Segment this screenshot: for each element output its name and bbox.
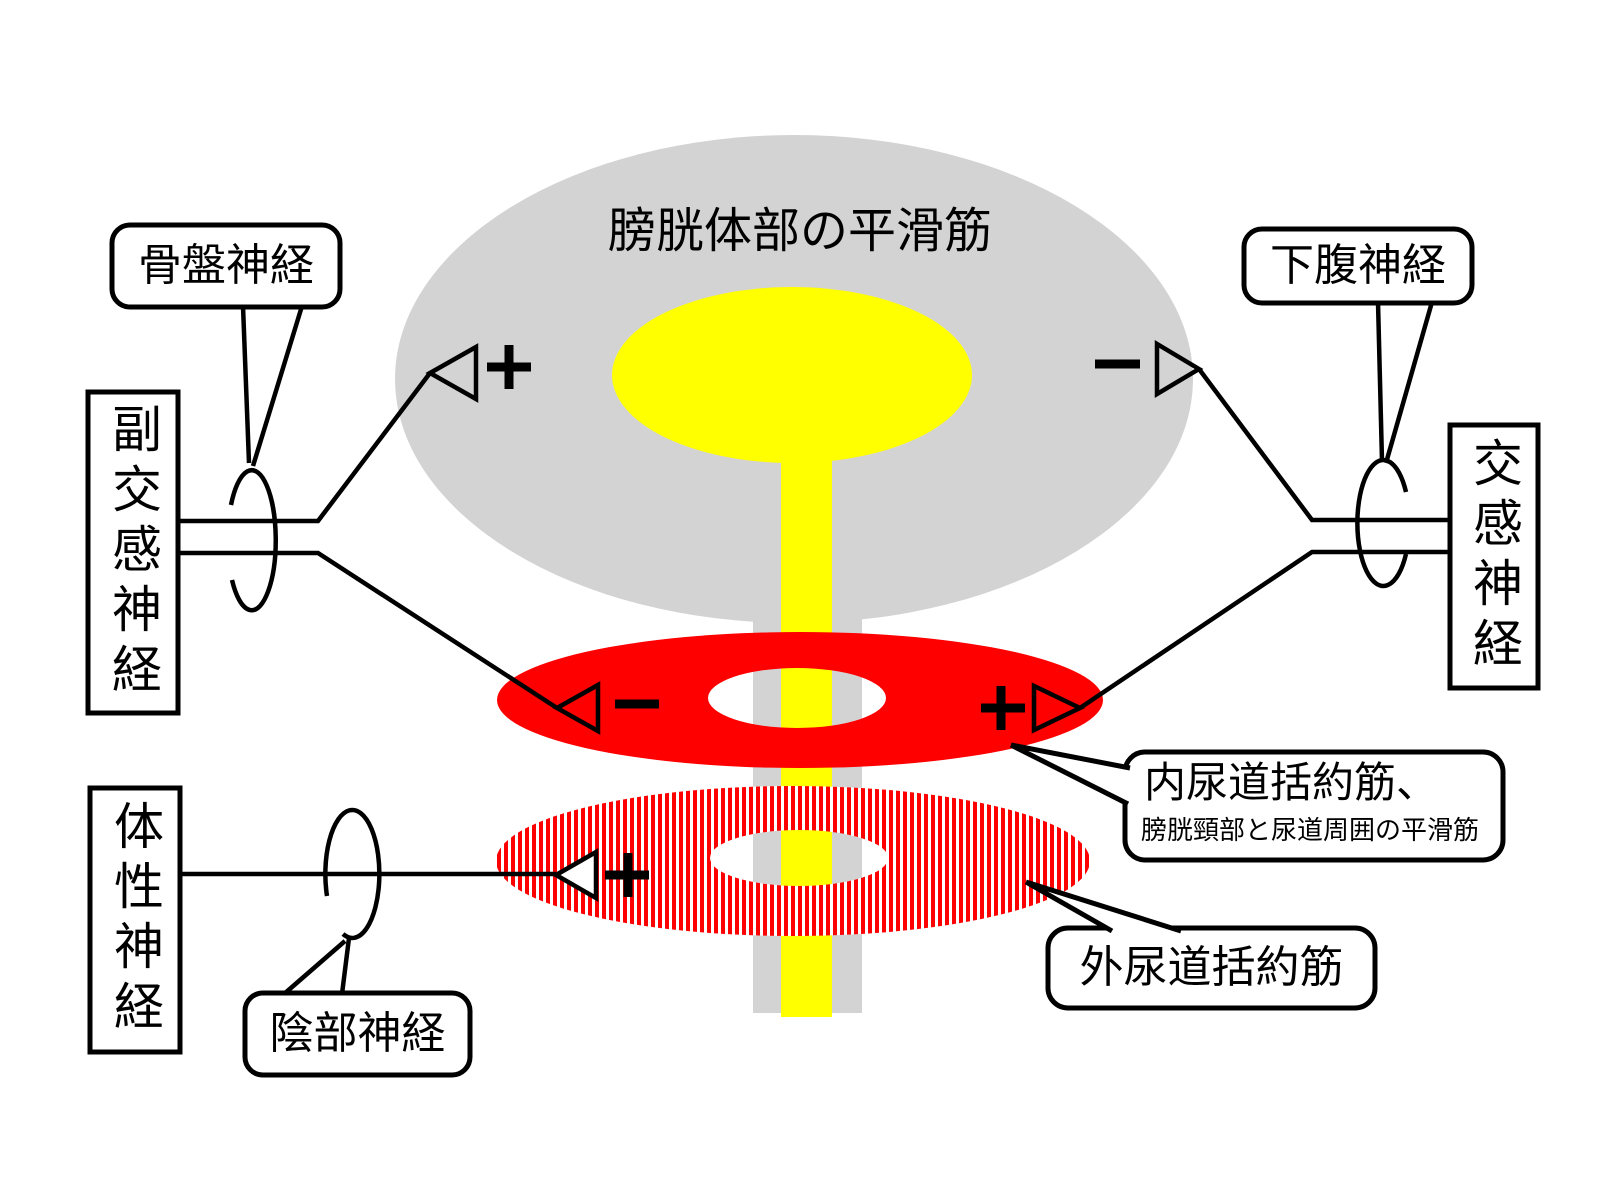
nerve-line-sympathetic-lower: [1078, 549, 1450, 710]
pudendal-nerve-box: [242, 990, 473, 1078]
nerve-line-parasympathetic-upper: [178, 371, 432, 524]
hypogastric-nerve-box: [1241, 226, 1475, 306]
hypogastric-nerve-pointer: [1375, 301, 1435, 464]
pelvic-nerve-box: [109, 222, 343, 310]
plus-sign-bladder: [487, 345, 531, 389]
somatic-box: [87, 785, 183, 1055]
nerve-line-sympathetic-upper: [1197, 367, 1450, 523]
plus-sign-internal: [981, 686, 1025, 730]
ganglion-loop-right: [1355, 457, 1409, 589]
synapse-triangle-external: [551, 848, 599, 902]
internal-sphincter-callout-box: [1122, 749, 1506, 863]
parasympathetic-box: [85, 389, 181, 716]
internal-sphincter-ring: [497, 632, 1103, 768]
external-sphincter-callout-box: [1045, 925, 1378, 1011]
internal-sphincter-callout-tail-edges: [1009, 742, 1131, 807]
plus-sign-external: [605, 853, 649, 897]
external-sphincter-callout-tail-edges: [1024, 879, 1182, 934]
pudendal-nerve-pointer: [282, 937, 352, 996]
synapse-triangle-bladder-left: [425, 343, 479, 403]
ganglion-loop-bottom: [323, 807, 382, 941]
sympathetic-box: [1447, 422, 1541, 691]
synapse-triangle-internal-right: [1031, 682, 1086, 734]
nerve-line-parasympathetic-lower: [178, 550, 559, 710]
synapse-triangle-internal-left: [552, 681, 601, 735]
synapse-triangle-bladder-right: [1154, 340, 1204, 398]
external-sphincter-ring: [496, 786, 1090, 936]
ganglion-loop-left: [228, 468, 278, 613]
pelvic-nerve-pointer: [240, 305, 305, 467]
urine-ellipse: [612, 287, 972, 463]
